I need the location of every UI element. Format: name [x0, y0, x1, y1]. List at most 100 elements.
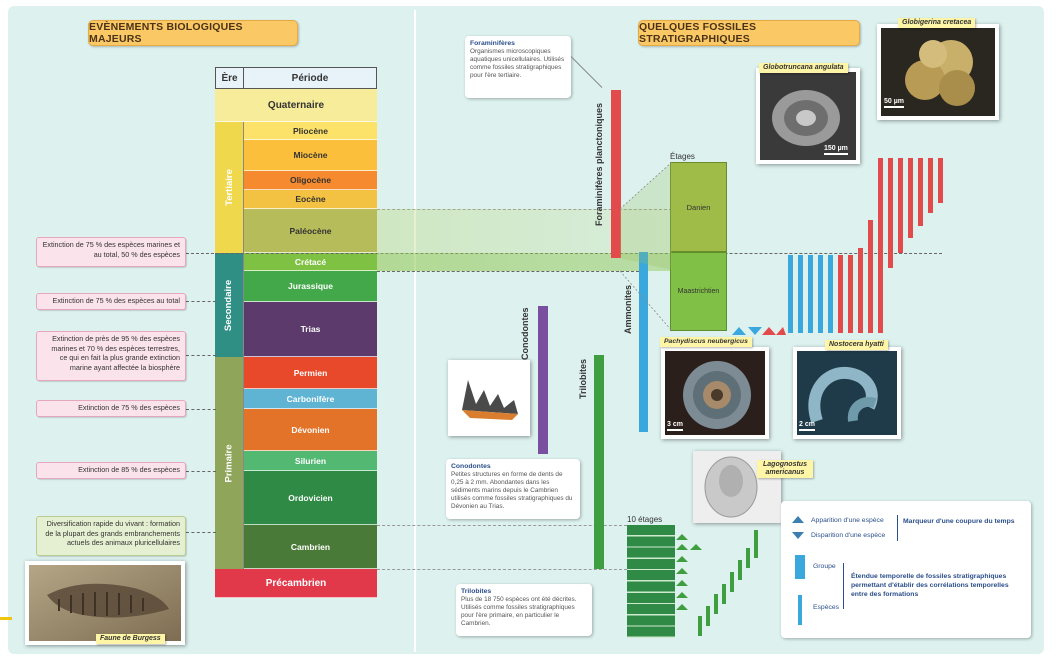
globigerina-photo [877, 24, 999, 120]
caption-globotruncana: Globotruncana angulata [759, 63, 848, 73]
era-label: Primaire [223, 443, 235, 483]
note-trilobites-text: Plus de 18 750 espèces ont été décrites.… [461, 596, 577, 627]
guide-line-cretaceous-top [186, 253, 942, 254]
legend-panel: Apparition d'une espèce Disparition d'un… [781, 501, 1031, 638]
period-carbonifère: Carbonifère [244, 389, 377, 409]
correlation-band [377, 209, 672, 271]
legend-marker-text: Marqueur d'une coupure du temps [903, 518, 1015, 525]
legend-species: Espèces [813, 604, 840, 611]
event-permian-extinction: Extinction de près de 95 % des espèces m… [36, 331, 186, 381]
legend-brace [843, 563, 844, 609]
burgess-fauna-photo [25, 561, 185, 645]
appearance-marker-icon [732, 327, 746, 335]
label-conodonts: Conodontes [520, 307, 530, 361]
column-header-era: Ère [215, 67, 244, 89]
period-oligocène: Oligocène [244, 171, 377, 190]
appearance-marker-icon [762, 327, 776, 335]
legend-group: Groupe [813, 563, 836, 570]
event-devonian-extinction: Extinction de 75 % des espèces [36, 400, 186, 417]
legend-group-swatch [795, 555, 805, 579]
scale-globigerina: 50 µm [884, 98, 904, 108]
legend-markers [792, 516, 804, 539]
note-foraminifera-title: Foraminifères [470, 40, 515, 47]
trilobite-species-chart [676, 530, 758, 636]
period-ordovicien: Ordovicien [244, 471, 377, 525]
note-conodonts-title: Conodontes [451, 463, 491, 470]
appearance-marker-icon [776, 327, 786, 335]
note-foraminifera-text: Organismes microscopiques aquatiques uni… [470, 48, 565, 79]
period-paléocène: Paléocène [244, 209, 377, 253]
event-cretaceous-extinction: Extinction de 75 % des espèces marines e… [36, 237, 186, 267]
bar-conodonts [538, 306, 548, 454]
guide-line-cambrian-bottom [377, 569, 627, 570]
globotruncana-image [760, 72, 856, 160]
caption-lagnostus: Lagognostus americanus [757, 460, 813, 478]
stage-connector [620, 161, 672, 332]
guide-line-cretaceous-bottom [377, 271, 639, 272]
scale-globotruncana: 150 µm [824, 145, 848, 155]
stage-danien: Danien [670, 162, 727, 252]
era-1: Tertiaire [215, 122, 244, 253]
period-miocène: Miocène [244, 140, 377, 171]
period-silurien: Silurien [244, 451, 377, 471]
era-3: Primaire [215, 357, 244, 569]
globigerina-image [881, 28, 995, 116]
cretaceous-band [377, 253, 672, 271]
disappearance-icon [792, 532, 804, 539]
bar-ammonites [639, 252, 648, 432]
period-permien: Permien [244, 357, 377, 389]
pachydiscus-photo [661, 347, 769, 439]
species-range-chart [788, 158, 943, 333]
era-2: Secondaire [215, 253, 244, 357]
species-markers [732, 327, 786, 335]
burgess-fossil-image [29, 565, 181, 641]
conodont-photo [448, 360, 530, 436]
note-conodonts: Conodontes Petites structures en forme d… [446, 459, 580, 519]
period-crétacé: Crétacé [244, 253, 377, 271]
legend-appearance: Apparition d'une espèce [811, 517, 884, 524]
ammonite-species-bars [788, 255, 833, 333]
foraminifera-species-bars [838, 158, 943, 333]
event-line [186, 532, 216, 533]
panel-divider [414, 10, 416, 652]
caption-globigerina: Globigerina cretacea [898, 18, 976, 28]
nostoceras-image [797, 351, 897, 435]
note-foraminifera: Foraminifères Organismes microscopiques … [465, 36, 571, 98]
period-dévonien: Dévonien [244, 409, 377, 451]
event-ordovician-extinction: Extinction de 85 % des espèces [36, 462, 186, 479]
period-jurassique: Jurassique [244, 271, 377, 302]
caption-pachydiscus: Pachydiscus neubergicus [660, 337, 752, 347]
event-cambrian-diversification: Diversification rapide du vivant : forma… [36, 516, 186, 556]
lagnostus-image [693, 451, 781, 523]
conodont-image [448, 360, 530, 436]
era-label: Secondaire [223, 279, 235, 331]
label-trilobites: Trilobites [578, 358, 588, 399]
nostoceras-photo [793, 347, 901, 439]
appearance-icon [792, 516, 804, 523]
label-foraminifera: Foraminifères planctoniques [594, 102, 604, 226]
guide-line-cambrian-top [377, 525, 627, 526]
period-quaternaire: Quaternaire [215, 89, 377, 122]
globotruncana-photo [756, 68, 860, 164]
note-conodonts-text: Petites structures en forme de dents de … [451, 471, 573, 510]
legend-brace [897, 515, 898, 541]
note-trilobites: Trilobites Plus de 18 750 espèces ont ét… [456, 584, 592, 636]
event-line [186, 471, 216, 472]
period-précambrien: Précambrien [215, 569, 377, 598]
guide-line-paleocene [377, 209, 672, 210]
legend-disappearance: Disparition d'une espèce [811, 532, 886, 539]
bar-foraminifera [611, 90, 621, 258]
event-line [186, 355, 216, 356]
lagnostus-photo [693, 451, 781, 523]
ten-stages-label: 10 étages [627, 515, 663, 524]
column-header-period: Période [243, 67, 377, 89]
header-biological-events: EVÈNEMENTS BIOLOGIQUES MAJEURS [88, 20, 298, 46]
legend-extent-text: Étendue temporelle de fossiles stratigra… [851, 573, 1009, 598]
event-line [186, 409, 216, 410]
disappearance-marker-icon [748, 327, 762, 335]
stages-title: Étages [670, 152, 695, 161]
bar-trilobites [594, 355, 604, 569]
scale-nostoceras: 2 cm [799, 421, 815, 431]
period-cambrien: Cambrien [244, 525, 377, 569]
caption-nostoceras: Nostocera hyatti [825, 340, 888, 350]
